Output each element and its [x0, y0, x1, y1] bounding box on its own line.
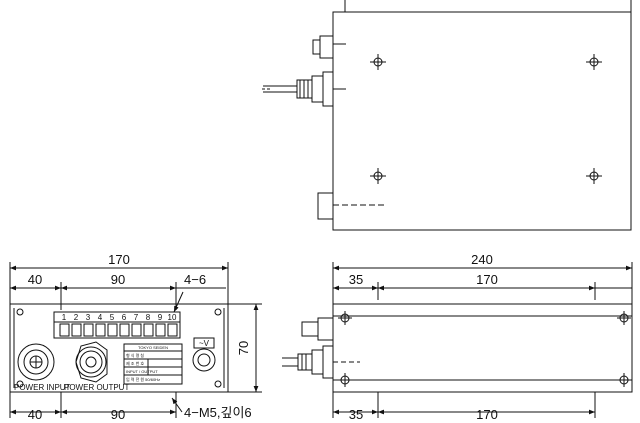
- terminal-number: 4: [98, 313, 103, 322]
- front-view: [9, 262, 262, 418]
- dim-side-overall-length: 240: [471, 252, 493, 267]
- terminal-block: [53, 311, 181, 339]
- dim-side-hole-span-top: 170: [476, 272, 498, 287]
- side-view-cable-gland: [282, 345, 334, 379]
- dim-side-left-offset-top: 35: [349, 272, 363, 287]
- side-view-connector: [317, 317, 334, 341]
- dim-side-left-offset-bottom: 35: [349, 407, 363, 422]
- front-view-labels: 170 40 90 4−6 70 40 90 4−M5,깊이6 1 2 3 4 …: [14, 252, 252, 422]
- nameplate-row: 입 력 전 원 50/60Hz: [126, 376, 160, 382]
- top-view-body: [332, 11, 632, 231]
- voltage-tag: [193, 337, 215, 349]
- terminal-numbers: 1 2 3 4 5 6 7 8 9 10: [62, 313, 177, 322]
- side-view-labels: 240 35 170 35 170: [349, 252, 498, 422]
- top-view-rear-connector: [319, 35, 334, 59]
- dim-hole-note-bottom: 4−M5,깊이6: [184, 405, 252, 420]
- nameplate-row: 제 조 번 호: [126, 360, 144, 366]
- dim-hole-note-top: 4−6: [184, 272, 206, 287]
- power-input-label: POWER INPUT: [14, 383, 71, 392]
- nameplate-row: INPUT / OUTPUT: [126, 369, 158, 374]
- dim-overall-width: 170: [108, 252, 130, 267]
- dim-terminal-span: 90: [111, 272, 125, 287]
- terminal-number: 9: [158, 313, 163, 322]
- terminal-number: 10: [168, 313, 177, 322]
- power-input-connector: [17, 343, 55, 381]
- front-view-mount-holes: [16, 308, 222, 388]
- terminal-screws: [59, 323, 178, 337]
- voltage-tag-label: ~V: [199, 339, 210, 348]
- terminal-number: 3: [86, 313, 91, 322]
- dim-side-hole-span-bottom: 170: [476, 407, 498, 422]
- terminal-number: 6: [122, 313, 127, 322]
- front-view-body: [9, 303, 229, 393]
- fuse-holder: [192, 348, 216, 372]
- power-output-label: POWER OUTPUT: [64, 383, 129, 392]
- top-view-mount-holes: [370, 54, 602, 184]
- terminal-number: 8: [146, 313, 151, 322]
- power-output-gland: [75, 341, 108, 383]
- top-view-cable-gland: [262, 71, 346, 107]
- nameplate-row: 형 식 명 칭: [126, 352, 144, 358]
- nameplate: [123, 343, 183, 385]
- dim-height: 70: [236, 341, 251, 355]
- dim-left-offset-top: 40: [28, 272, 42, 287]
- top-view: [262, 0, 632, 231]
- top-view-lower-connector: [317, 192, 334, 220]
- terminal-number: 2: [74, 313, 79, 322]
- dim-left-offset-bottom: 40: [28, 407, 42, 422]
- side-view: [282, 262, 633, 418]
- terminal-number: 7: [134, 313, 139, 322]
- dim-span-bottom: 90: [111, 407, 125, 422]
- side-view-body: [332, 303, 633, 393]
- terminal-number: 1: [62, 313, 67, 322]
- nameplate-title: TOKYO SEIDEN: [138, 345, 168, 350]
- nameplate-text: TOKYO SEIDEN 형 식 명 칭 제 조 번 호 INPUT / OUT…: [126, 345, 168, 382]
- terminal-number: 5: [110, 313, 115, 322]
- side-view-mount-holes: [338, 311, 631, 387]
